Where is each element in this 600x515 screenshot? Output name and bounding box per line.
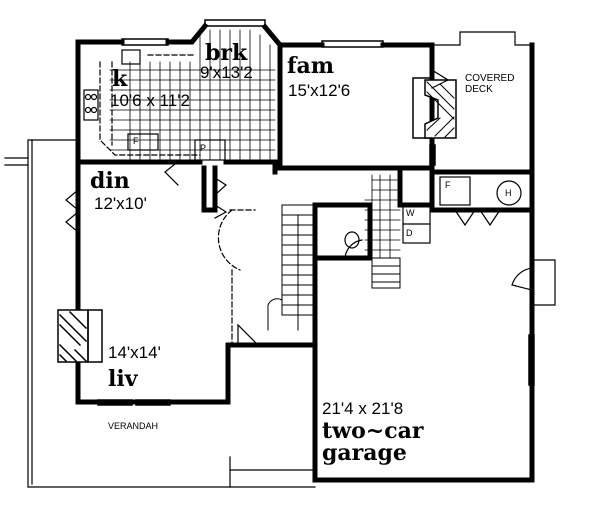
- appliances: [83, 49, 522, 249]
- room-name-kitchen: k: [112, 66, 128, 92]
- heater-label: H: [505, 188, 512, 198]
- room-size-liv: 14'x14': [108, 343, 161, 362]
- doors: [65, 69, 501, 346]
- fireplace-liv: [57, 309, 103, 363]
- covered-deck-outline: [431, 31, 556, 306]
- dryer-label: D: [406, 228, 413, 238]
- fireplace-fam: [412, 77, 457, 139]
- verandah-outline: [4, 139, 316, 488]
- room-name-garage-2: garage: [322, 440, 407, 466]
- room-name-brk: brk: [205, 40, 248, 66]
- room-name-fam: fam: [287, 53, 334, 79]
- room-size-kitchen: 10'6 x 11'2: [110, 91, 190, 110]
- covered-deck-label-1: COVERED: [465, 73, 515, 84]
- furnace-label: F: [445, 180, 451, 190]
- washer-label: W: [406, 208, 415, 218]
- stairs: [267, 204, 401, 331]
- room-size-din: 12'x10': [94, 194, 147, 213]
- room-size-fam: 15'x12'6: [288, 81, 351, 100]
- pantry-label: P: [200, 143, 207, 153]
- room-size-brk: 9'x13'2: [200, 63, 253, 82]
- room-size-garage: 21'4 x 21'8: [322, 399, 404, 418]
- verandah-label: VERANDAH: [108, 421, 159, 431]
- tile-grid: [109, 29, 401, 259]
- room-name-liv: liv: [108, 366, 138, 392]
- room-name-garage-1: two~car: [322, 418, 424, 444]
- fridge-label: F: [133, 136, 139, 146]
- covered-deck-label-2: DECK: [465, 84, 493, 95]
- kitchen-counters: [99, 54, 201, 156]
- room-name-din: din: [90, 168, 130, 194]
- windows: [97, 19, 535, 406]
